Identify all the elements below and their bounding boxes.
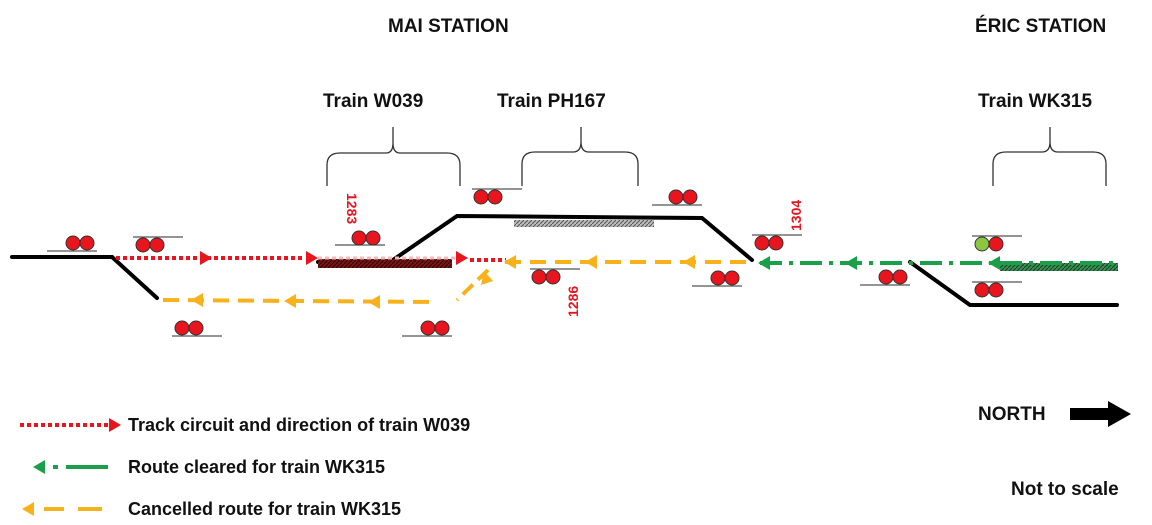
signal-1286 — [530, 268, 580, 285]
signal-lamp-icon — [974, 236, 990, 252]
signal-i — [972, 281, 1022, 298]
signal-lamp-icon — [351, 230, 367, 246]
signal-lamp-icon — [149, 237, 165, 253]
train-w039-label: Train W039 — [323, 91, 423, 112]
eric-station-label: ÉRIC STATION — [975, 15, 1106, 37]
signal-lamp-icon — [768, 235, 784, 251]
signal-g — [692, 270, 742, 287]
train-wk315-brace — [992, 127, 1107, 186]
occupied-section-wk315 — [1000, 263, 1118, 271]
signal-lamp-icon — [135, 237, 151, 253]
signal-c — [172, 320, 222, 337]
signal-number-1286: 1286 — [565, 286, 581, 317]
legend: Track circuit and direction of train W03… — [20, 415, 470, 519]
signal-lamp-icon — [420, 320, 436, 336]
scale-note: Not to scale — [1011, 479, 1119, 500]
signal-1304 — [752, 234, 802, 251]
occupied-section-w039 — [318, 259, 452, 268]
legend-route-cleared-label: Route cleared for train WK315 — [128, 457, 385, 477]
track-eric-diverge — [908, 260, 1119, 307]
track-left-diverge — [110, 255, 159, 300]
signal-a — [47, 235, 97, 252]
route-cleared — [758, 256, 1117, 270]
signal-e — [472, 188, 522, 205]
legend-cancelled-route-swatch — [22, 502, 102, 516]
train-ph167-label: Train PH167 — [497, 91, 606, 112]
north-arrow-icon — [1070, 401, 1131, 427]
signal-lamp-icon — [79, 235, 95, 251]
signal-lamp-icon — [188, 320, 204, 336]
signal-number-1283: 1283 — [344, 193, 360, 224]
signal-lamp-icon — [65, 235, 81, 251]
signal-lamp-icon — [988, 282, 1004, 298]
signal-b — [133, 236, 183, 253]
signal-d — [402, 320, 452, 337]
legend-cancelled-route-label: Cancelled route for train WK315 — [128, 499, 401, 519]
train-wk315-label: Train WK315 — [978, 91, 1092, 112]
occupied-section-ph167 — [514, 220, 654, 227]
cancelled-route — [162, 255, 752, 309]
signal-f — [652, 189, 702, 206]
signal-lamp-icon — [487, 189, 503, 205]
signal-number-1304: 1304 — [788, 200, 804, 231]
signal-lamp-icon — [988, 236, 1004, 252]
signal-lamp-icon — [892, 269, 908, 285]
mai-station-label: MAI STATION — [388, 16, 509, 37]
signal-lamp-icon — [365, 230, 381, 246]
train-w039-brace — [326, 127, 461, 186]
signal-1283 — [335, 230, 385, 246]
signal-lamp-icon — [531, 269, 547, 285]
legend-track-circuit-swatch — [20, 418, 121, 432]
signal-lamp-icon — [974, 282, 990, 298]
signal-lamp-icon — [434, 320, 450, 336]
signal-lamp-icon — [754, 235, 770, 251]
signal-lamp-icon — [710, 270, 726, 286]
legend-route-cleared-swatch — [33, 460, 108, 474]
signal-wk315-clear — [972, 235, 1022, 252]
track-circuit-route — [116, 251, 506, 265]
signal-h — [860, 269, 910, 286]
signal-lamp-icon — [545, 269, 561, 285]
legend-track-circuit-label: Track circuit and direction of train W03… — [128, 415, 470, 435]
north-label: NORTH — [978, 404, 1046, 425]
train-ph167-brace — [521, 127, 639, 186]
track-platform-ramp — [388, 213, 754, 264]
signal-lamp-icon — [878, 269, 894, 285]
signal-lamp-icon — [174, 320, 190, 336]
signal-lamp-icon — [473, 189, 489, 205]
signal-lamp-icon — [668, 189, 684, 205]
signal-lamp-icon — [682, 189, 698, 205]
signal-lamp-icon — [724, 270, 740, 286]
